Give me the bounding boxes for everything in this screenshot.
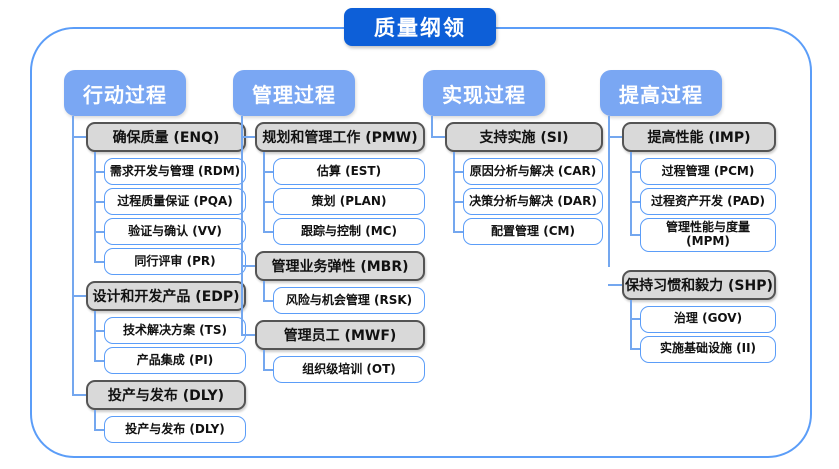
leaf-ts: 技术解决方案 (TS) bbox=[94, 311, 246, 347]
leaf-box-dly: 投产与发布 (DLY) bbox=[104, 416, 246, 443]
leaf-pi: 产品集成 (PI) bbox=[94, 341, 246, 374]
leaf-box-est: 估算 (EST) bbox=[273, 158, 425, 185]
leaf-box-cm: 配置管理 (CM) bbox=[463, 218, 603, 245]
column-groups: 提高性能 (IMP) 过程管理 (PCM) 过程资产开发 (PAD) 管理性能与… bbox=[608, 116, 776, 363]
column-groups: 规划和管理工作 (PMW) 估算 (EST) 策划 (PLAN) 跟踪与控制 (… bbox=[241, 116, 425, 383]
leaf-cm: 配置管理 (CM) bbox=[453, 212, 603, 245]
column-groups: 支持实施 (SI) 原因分析与解决 (CAR) 决策分析与解决 (DAR) 配置… bbox=[431, 116, 603, 245]
group-pmw: 规划和管理工作 (PMW) 估算 (EST) 策划 (PLAN) 跟踪与控制 (… bbox=[241, 116, 425, 251]
column-groups: 确保质量 (ENQ) 需求开发与管理 (RDM) 过程质量保证 (PQA) 验证… bbox=[72, 116, 246, 443]
leaf-vv: 验证与确认 (VV) bbox=[94, 212, 246, 248]
group-box-si: 支持实施 (SI) bbox=[445, 122, 603, 152]
group-box-edp: 设计和开发产品 (EDP) bbox=[86, 281, 246, 311]
leaf-box-mc: 跟踪与控制 (MC) bbox=[273, 218, 425, 245]
group-mwf: 管理员工 (MWF) 组织级培训 (OT) bbox=[241, 314, 425, 383]
leaf-box-plan: 策划 (PLAN) bbox=[273, 188, 425, 215]
leaf-ot: 组织级培训 (OT) bbox=[263, 350, 425, 383]
group-box-imp: 提高性能 (IMP) bbox=[622, 122, 776, 152]
leaf-box-pqa: 过程质量保证 (PQA) bbox=[104, 188, 246, 215]
leaf-pqa: 过程质量保证 (PQA) bbox=[94, 182, 246, 218]
leaf-ii: 实施基础设施 (II) bbox=[630, 329, 776, 363]
leaf-box-rdm: 需求开发与管理 (RDM) bbox=[104, 158, 246, 185]
leaf-box-ts: 技术解决方案 (TS) bbox=[104, 317, 246, 344]
group-enq: 确保质量 (ENQ) 需求开发与管理 (RDM) 过程质量保证 (PQA) 验证… bbox=[72, 116, 246, 281]
group-imp: 提高性能 (IMP) 过程管理 (PCM) 过程资产开发 (PAD) 管理性能与… bbox=[608, 116, 776, 258]
group-box-pmw: 规划和管理工作 (PMW) bbox=[255, 122, 425, 152]
group-children: 技术解决方案 (TS) 产品集成 (PI) bbox=[94, 311, 246, 374]
leaf-box-pad: 过程资产开发 (PAD) bbox=[640, 188, 776, 215]
leaf-dar: 决策分析与解决 (DAR) bbox=[453, 182, 603, 218]
leaf-car: 原因分析与解决 (CAR) bbox=[453, 152, 603, 188]
column-realization-process: 实现过程 支持实施 (SI) 原因分析与解决 (CAR) 决策分析与解决 (DA… bbox=[423, 70, 603, 251]
column-improvement-process: 提高过程 提高性能 (IMP) 过程管理 (PCM) 过程资产开发 (PAD) … bbox=[600, 70, 776, 369]
group-si: 支持实施 (SI) 原因分析与解决 (CAR) 决策分析与解决 (DAR) 配置… bbox=[431, 116, 603, 245]
group-children: 风险与机会管理 (RSK) bbox=[263, 281, 425, 314]
group-children: 需求开发与管理 (RDM) 过程质量保证 (PQA) 验证与确认 (VV) 同行… bbox=[94, 152, 246, 275]
group-children: 过程管理 (PCM) 过程资产开发 (PAD) 管理性能与度量 (MPM) bbox=[630, 152, 776, 252]
leaf-pr: 同行评审 (PR) bbox=[94, 242, 246, 275]
leaf-box-ot: 组织级培训 (OT) bbox=[273, 356, 425, 383]
leaf-box-pcm: 过程管理 (PCM) bbox=[640, 158, 776, 185]
group-box-mwf: 管理员工 (MWF) bbox=[255, 320, 425, 350]
group-box-enq: 确保质量 (ENQ) bbox=[86, 122, 246, 152]
leaf-box-pr: 同行评审 (PR) bbox=[104, 248, 246, 275]
leaf-mc: 跟踪与控制 (MC) bbox=[263, 212, 425, 245]
leaf-box-rsk: 风险与机会管理 (RSK) bbox=[273, 287, 425, 314]
column-header-realization: 实现过程 bbox=[423, 70, 545, 116]
column-header-action: 行动过程 bbox=[64, 70, 186, 116]
leaf-rdm: 需求开发与管理 (RDM) bbox=[94, 152, 246, 188]
group-mbr: 管理业务弹性 (MBR) 风险与机会管理 (RSK) bbox=[241, 245, 425, 320]
leaf-box-vv: 验证与确认 (VV) bbox=[104, 218, 246, 245]
column-management-process: 管理过程 规划和管理工作 (PMW) 估算 (EST) 策划 (PLAN) 跟踪… bbox=[233, 70, 425, 389]
group-shp: 保持习惯和毅力 (SHP) 治理 (GOV) 实施基础设施 (II) bbox=[608, 245, 776, 363]
leaf-box-ii: 实施基础设施 (II) bbox=[640, 335, 776, 363]
leaf-box-gov: 治理 (GOV) bbox=[640, 305, 776, 333]
leaf-box-dar: 决策分析与解决 (DAR) bbox=[463, 188, 603, 215]
leaf-pad: 过程资产开发 (PAD) bbox=[630, 182, 776, 218]
leaf-box-car: 原因分析与解决 (CAR) bbox=[463, 158, 603, 185]
column-action-process: 行动过程 确保质量 (ENQ) 需求开发与管理 (RDM) 过程质量保证 (PQ… bbox=[64, 70, 246, 449]
leaf-rsk: 风险与机会管理 (RSK) bbox=[263, 281, 425, 314]
leaf-gov: 治理 (GOV) bbox=[630, 299, 776, 336]
group-children: 治理 (GOV) 实施基础设施 (II) bbox=[630, 299, 776, 363]
group-children: 组织级培训 (OT) bbox=[263, 350, 425, 383]
group-box-mbr: 管理业务弹性 (MBR) bbox=[255, 251, 425, 281]
group-children: 原因分析与解决 (CAR) 决策分析与解决 (DAR) 配置管理 (CM) bbox=[453, 152, 603, 245]
group-children: 投产与发布 (DLY) bbox=[94, 410, 246, 443]
group-dly: 投产与发布 (DLY) 投产与发布 (DLY) bbox=[72, 374, 246, 443]
leaf-box-mpm: 管理性能与度量 (MPM) bbox=[640, 218, 776, 252]
diagram-title: 质量纲领 bbox=[344, 8, 496, 46]
leaf-plan: 策划 (PLAN) bbox=[263, 182, 425, 218]
leaf-dly: 投产与发布 (DLY) bbox=[94, 410, 246, 443]
column-header-management: 管理过程 bbox=[233, 70, 355, 116]
group-children: 估算 (EST) 策划 (PLAN) 跟踪与控制 (MC) bbox=[263, 152, 425, 245]
leaf-pcm: 过程管理 (PCM) bbox=[630, 152, 776, 188]
column-header-improvement: 提高过程 bbox=[600, 70, 722, 116]
leaf-box-pi: 产品集成 (PI) bbox=[104, 347, 246, 374]
leaf-mpm: 管理性能与度量 (MPM) bbox=[630, 212, 776, 252]
group-box-dly: 投产与发布 (DLY) bbox=[86, 380, 246, 410]
group-edp: 设计和开发产品 (EDP) 技术解决方案 (TS) 产品集成 (PI) bbox=[72, 275, 246, 380]
leaf-est: 估算 (EST) bbox=[263, 152, 425, 188]
group-box-shp: 保持习惯和毅力 (SHP) bbox=[622, 269, 776, 300]
